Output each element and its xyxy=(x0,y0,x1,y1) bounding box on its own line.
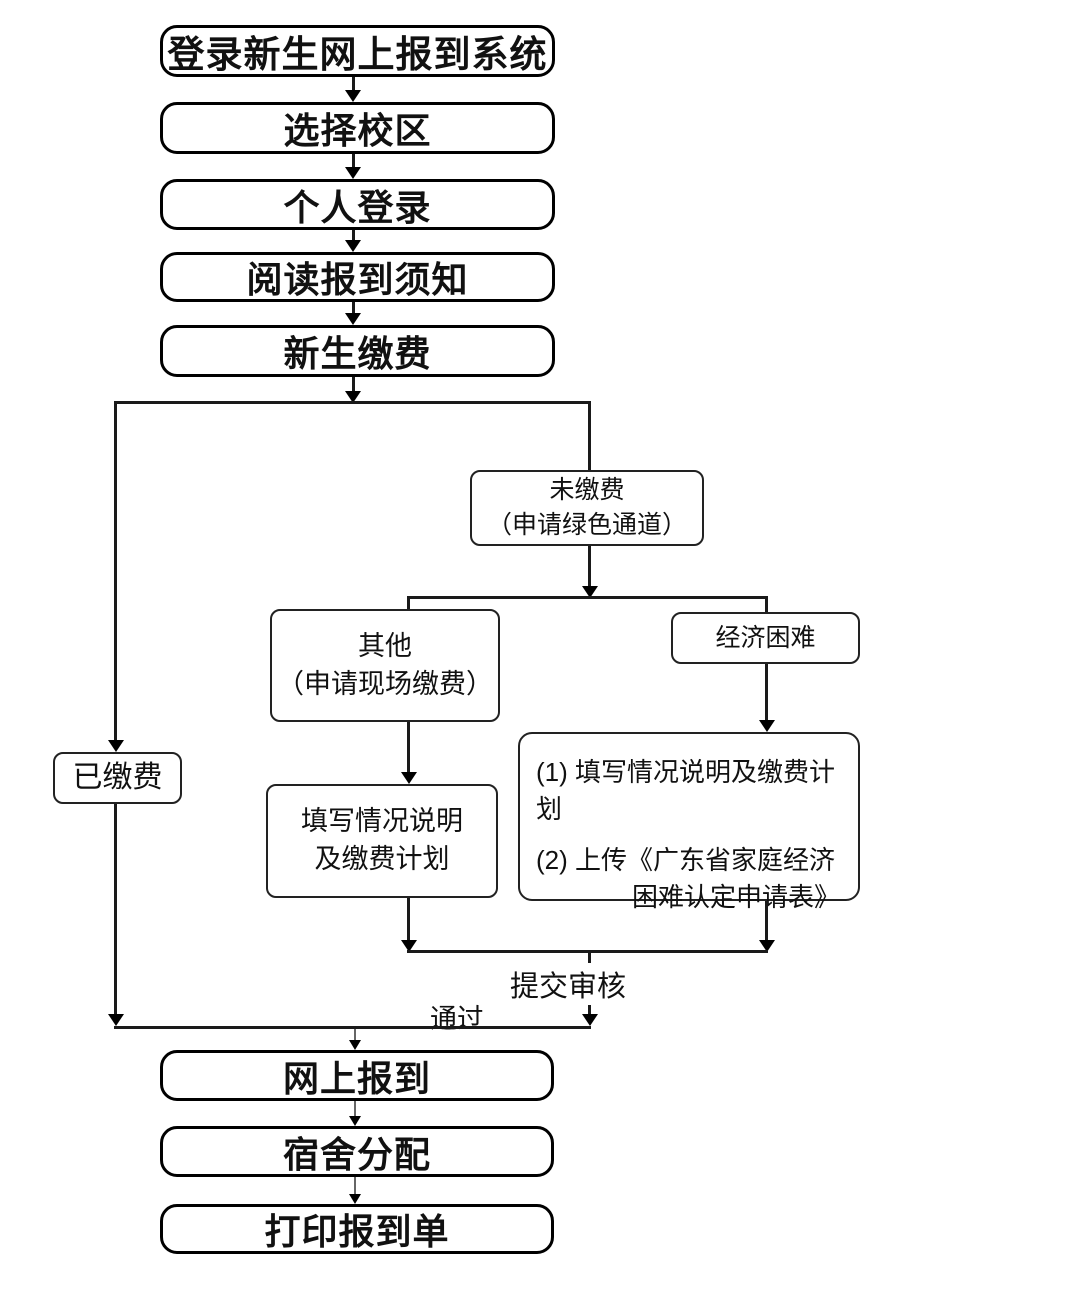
branch-line-green-channel xyxy=(407,596,768,599)
connector-login-to-notice xyxy=(352,230,355,242)
arrowhead-payment-to-branch xyxy=(345,391,361,403)
difficulty-task-1: (1) 填写情况说明及缴费计划 xyxy=(536,757,836,824)
node-login-system-label: 登录新生网上报到系统 xyxy=(167,34,548,75)
node-online-registration-label: 网上报到 xyxy=(282,1057,431,1099)
connector-other-to-fill xyxy=(407,722,410,772)
connector-branch-to-unpaid xyxy=(588,401,591,470)
arrowhead-review-to-pass-line xyxy=(582,1014,598,1026)
connector-pass-to-register xyxy=(354,1029,356,1040)
node-freshman-payment: 新生缴费 xyxy=(160,325,555,377)
arrowhead-unpaid-to-branch2 xyxy=(582,586,598,598)
node-dormitory-assignment: 宿舍分配 xyxy=(160,1126,554,1177)
node-select-campus: 选择校区 xyxy=(160,102,555,154)
arrowhead-branch-to-paid xyxy=(108,740,124,752)
node-other-onsite-payment: 其他 （申请现场缴费） xyxy=(270,609,500,722)
arrowhead-register-to-dorm xyxy=(349,1116,361,1126)
node-economic-difficulty: 经济困难 xyxy=(671,612,860,664)
pass-line xyxy=(114,1026,591,1029)
node-personal-login: 个人登录 xyxy=(160,179,555,230)
arrowhead-login-to-campus xyxy=(345,90,361,102)
node-paid-label: 已缴费 xyxy=(72,761,163,794)
node-unpaid-green-channel: 未缴费 （申请绿色通道） xyxy=(470,470,704,546)
node-other-line1: 其他 xyxy=(358,630,412,661)
difficulty-task-2-line1: (2) 上传《广东省家庭经济 xyxy=(536,845,836,875)
connector-login-to-campus xyxy=(352,77,355,92)
node-select-campus-label: 选择校区 xyxy=(283,110,432,151)
node-login-system: 登录新生网上报到系统 xyxy=(160,25,555,77)
node-print-registration-form-label: 打印报到单 xyxy=(264,1211,450,1252)
connector-paid-to-register-line xyxy=(114,804,117,1016)
node-read-notice: 阅读报到须知 xyxy=(160,252,555,302)
node-unpaid-line2: （申请绿色通道） xyxy=(486,511,687,539)
connector-branch2-to-other xyxy=(407,596,410,609)
node-print-registration-form: 打印报到单 xyxy=(160,1204,554,1254)
node-freshman-payment-label: 新生缴费 xyxy=(283,333,432,374)
arrowhead-pass-to-register xyxy=(349,1040,361,1050)
node-fill-statement-line2: 及缴费计划 xyxy=(314,844,450,874)
arrowhead-other-to-fill xyxy=(401,772,417,784)
connector-difficulty-to-tasks xyxy=(765,664,768,720)
node-fill-statement-line1: 填写情况说明 xyxy=(301,806,463,837)
connector-unpaid-to-branch2 xyxy=(588,546,591,586)
arrowhead-paid-to-register-line xyxy=(108,1014,124,1026)
node-economic-difficulty-label: 经济困难 xyxy=(715,623,816,652)
node-dormitory-assignment-label: 宿舍分配 xyxy=(282,1133,431,1175)
branch-line-payment xyxy=(114,401,591,404)
node-paid: 已缴费 xyxy=(53,752,182,804)
arrowhead-notice-to-payment xyxy=(345,313,361,325)
node-other-line2: （申请现场缴费） xyxy=(277,668,493,699)
arrowhead-difficulty-to-tasks xyxy=(759,720,775,732)
merge-line-review xyxy=(407,950,768,953)
arrowhead-fill-to-merge xyxy=(401,940,417,952)
arrowhead-campus-to-login xyxy=(345,167,361,179)
connector-payment-to-branch xyxy=(352,377,355,393)
connector-branch-to-paid xyxy=(114,401,117,740)
connector-tasks-to-merge xyxy=(765,901,768,940)
edge-label-submit-review: 提交审核 xyxy=(506,963,631,1005)
connector-register-to-dorm xyxy=(354,1101,356,1116)
connector-fill-to-merge xyxy=(407,898,410,940)
arrowhead-dorm-to-print xyxy=(349,1194,361,1204)
node-read-notice-label: 阅读报到须知 xyxy=(246,259,469,300)
connector-dorm-to-print xyxy=(354,1177,356,1194)
node-online-registration: 网上报到 xyxy=(160,1050,554,1101)
difficulty-task-2-line2: 困难认定申请表》 xyxy=(632,882,841,912)
arrowhead-login-to-notice xyxy=(345,240,361,252)
edge-label-pass: 通过 xyxy=(430,1004,484,1034)
connector-notice-to-payment xyxy=(352,302,355,315)
connector-campus-to-login xyxy=(352,154,355,169)
arrowhead-tasks-to-merge xyxy=(759,940,775,952)
node-fill-statement-plan: 填写情况说明 及缴费计划 xyxy=(266,784,498,898)
node-unpaid-line1: 未缴费 xyxy=(549,476,625,504)
connector-branch2-to-difficulty xyxy=(765,596,768,612)
node-personal-login-label: 个人登录 xyxy=(283,186,432,228)
node-difficulty-tasks: (1) 填写情况说明及缴费计划 (2) 上传《广东省家庭经济 困难认定申请表》 xyxy=(518,732,860,912)
